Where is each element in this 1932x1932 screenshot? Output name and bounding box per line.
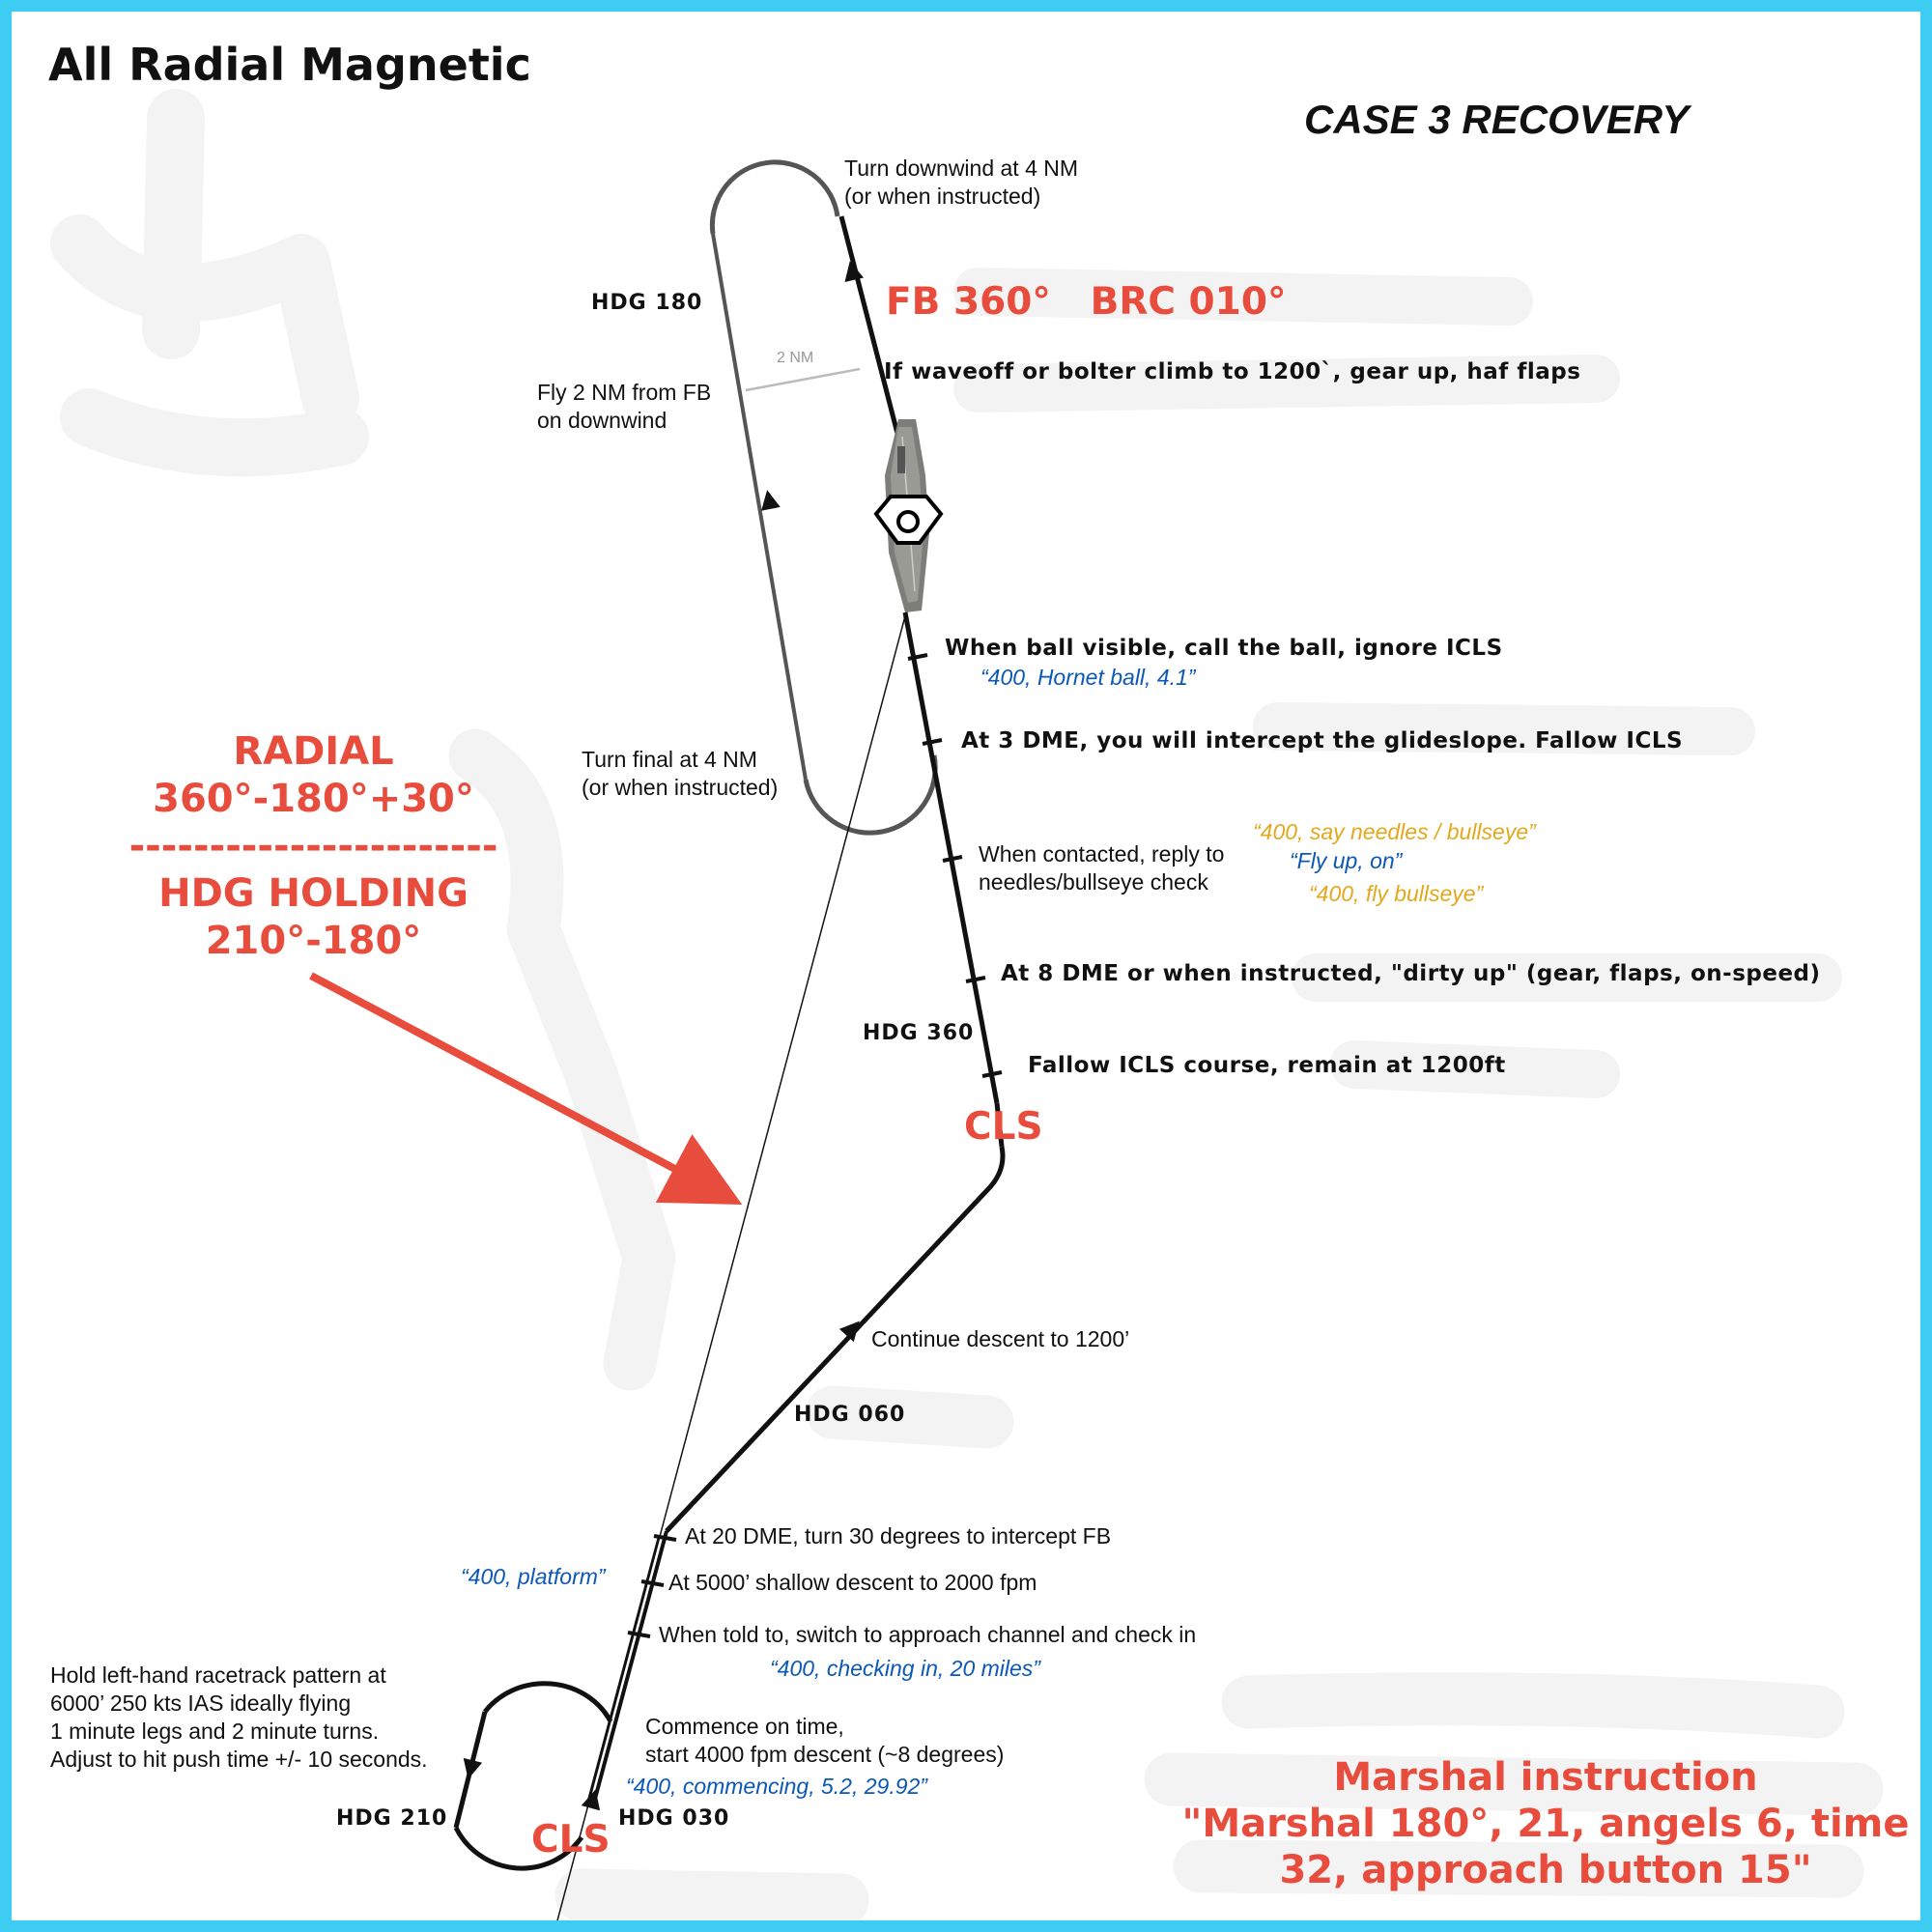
waveoff-instruction: If waveoff or bolter climb to 1200`, gea… — [884, 359, 1581, 384]
page-title: All Radial Magnetic — [48, 39, 531, 91]
fly-2nm-line1: Fly 2 NM from FB — [537, 380, 712, 405]
red-pointer-arrow — [309, 972, 743, 1206]
needles-radio-reply: “Fly up, on” — [1290, 848, 1403, 873]
turn-final-note: Turn final at 4 NM (or when instructed) — [582, 746, 778, 802]
needles-line1: When contacted, reply to — [979, 841, 1225, 867]
cls-bottom-label: CLS — [531, 1818, 611, 1861]
final-approach-course — [556, 611, 1006, 1920]
turn-downwind-line2: (or when instructed) — [844, 184, 1041, 209]
radial-holding-block: RADIAL 360°-180°+30° -------------------… — [99, 728, 528, 965]
turn-downwind-line1: Turn downwind at 4 NM — [844, 156, 1079, 181]
turn-final-line2: (or when instructed) — [582, 775, 779, 800]
switch-channel-note: When told to, switch to approach channel… — [659, 1622, 1197, 1647]
dme8-instruction: At 8 DME or when instructed, "dirty up" … — [1001, 961, 1821, 986]
marshal-line1: Marshal instruction — [1333, 1755, 1758, 1800]
dme20-note: At 20 DME, turn 30 degrees to intercept … — [685, 1523, 1112, 1548]
marshal-line2: "Marshal 180°, 21, angels 6, time — [1181, 1802, 1910, 1846]
hdg-180-label: HDG 180 — [591, 291, 703, 315]
fly-2nm-line2: on downwind — [537, 408, 668, 433]
holding-value: 210°-180° — [205, 919, 422, 963]
holding-instructions: Hold left-hand racetrack pattern at 6000… — [50, 1662, 428, 1774]
direction-arrow-icon — [838, 1321, 860, 1343]
cls-top-label: CLS — [964, 1105, 1043, 1149]
hdg-060-label: HDG 060 — [794, 1403, 906, 1427]
background-brush-strokes — [50, 89, 1884, 1920]
page-subtitle: CASE 3 RECOVERY — [1304, 97, 1690, 142]
fb-brc-heading: FB 360° BRC 010° — [886, 280, 1287, 324]
commence-line2: start 4000 fpm descent (~8 degrees) — [645, 1742, 1005, 1767]
ball-call-radio: “400, Hornet ball, 4.1” — [980, 665, 1196, 690]
needles-radio-bullseye: “400, fly bullseye” — [1309, 881, 1484, 906]
platform-radio: “400, platform” — [461, 1564, 606, 1589]
fallow-icls-instruction: Fallow ICLS course, remain at 1200ft — [1028, 1053, 1506, 1078]
needles-line2: needles/bullseye check — [979, 869, 1208, 895]
holding-line4: Adjust to hit push time +/- 10 seconds. — [50, 1747, 428, 1772]
turn-final-line1: Turn final at 4 NM — [582, 747, 757, 772]
direction-arrow-icon — [581, 1789, 601, 1811]
extended-centerline — [556, 611, 907, 1920]
continue-descent-note: Continue descent to 1200’ — [871, 1326, 1130, 1351]
commence-note: Commence on time, start 4000 fpm descent… — [645, 1713, 1004, 1769]
direction-arrow-icon — [463, 1757, 483, 1779]
radial-divider: ----------------------- — [128, 824, 498, 868]
lso-marker-icon — [873, 495, 944, 545]
holding-label: HDG HOLDING — [158, 871, 469, 916]
ball-call-instruction: When ball visible, call the ball, ignore… — [945, 636, 1503, 661]
pattern-drawing — [50, 89, 1884, 1920]
turn-downwind-note: Turn downwind at 4 NM (or when instructe… — [844, 155, 1078, 211]
hdg-210-label: HDG 210 — [336, 1806, 448, 1831]
two-nm-label: 2 NM — [777, 350, 814, 366]
fly-2nm-note: Fly 2 NM from FB on downwind — [537, 379, 711, 435]
holding-line2: 6000’ 250 kts IAS ideally flying — [50, 1690, 352, 1716]
marshal-line3: 32, approach button 15" — [1279, 1848, 1812, 1892]
commence-radio: “400, commencing, 5.2, 29.92” — [626, 1774, 927, 1799]
direction-arrow-icon — [844, 261, 864, 282]
two-nm-separation-line — [745, 367, 861, 392]
holding-line1: Hold left-hand racetrack pattern at — [50, 1662, 386, 1688]
radial-value: 360°-180°+30° — [153, 777, 474, 821]
downwind-pattern — [709, 159, 938, 836]
hdg-030-label: HDG 030 — [618, 1806, 730, 1831]
radial-label: RADIAL — [233, 729, 394, 774]
holding-line3: 1 minute legs and 2 minute turns. — [50, 1719, 380, 1744]
holding-pattern — [453, 1681, 613, 1871]
marshal-instruction-block: Marshal instruction "Marshal 180°, 21, a… — [1159, 1754, 1920, 1893]
direction-arrow-icon — [761, 490, 781, 511]
hdg-360-label: HDG 360 — [863, 1021, 975, 1045]
commence-line1: Commence on time, — [645, 1714, 844, 1739]
dme3-instruction: At 3 DME, you will intercept the glidesl… — [961, 728, 1684, 753]
needles-note: When contacted, reply to needles/bullsey… — [979, 840, 1224, 896]
needles-radio-request: “400, say needles / bullseye” — [1253, 819, 1536, 844]
checkin-radio: “400, checking in, 20 miles” — [770, 1656, 1040, 1681]
shallow-descent-note: At 5000’ shallow descent to 2000 fpm — [668, 1570, 1037, 1595]
